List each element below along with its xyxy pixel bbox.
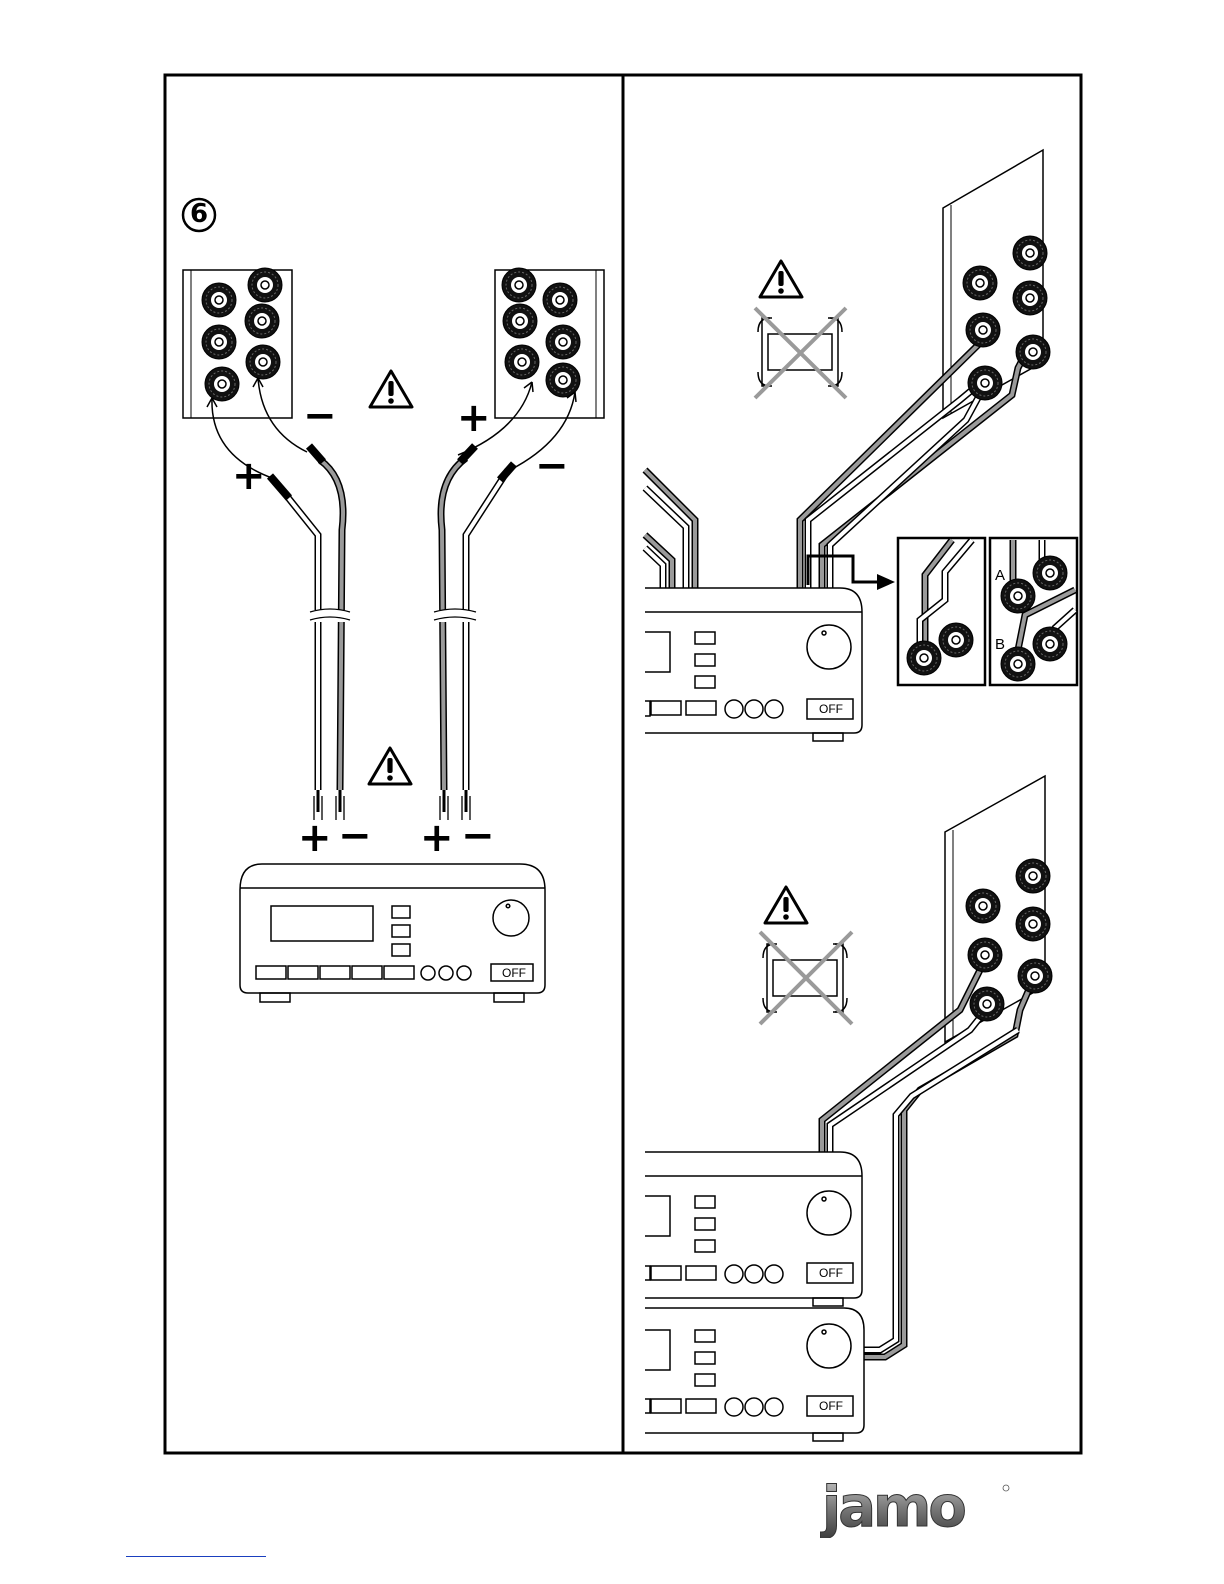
detail-box-ab	[990, 538, 1077, 685]
binding-post	[248, 268, 282, 302]
amplifier-left-panel	[240, 864, 545, 1002]
binding-post	[1001, 647, 1035, 681]
bridge-clip-crossed-lower	[760, 932, 852, 1024]
detail-label-b: B	[995, 637, 1005, 652]
binding-post	[939, 623, 973, 657]
binding-post	[505, 345, 539, 379]
binding-post	[907, 641, 941, 675]
off-button-label: OFF	[502, 967, 526, 979]
amplifier-upper-right	[645, 588, 862, 741]
binding-post	[502, 268, 536, 302]
binding-post	[245, 304, 279, 338]
binding-post	[1033, 627, 1067, 661]
binding-post	[1018, 959, 1052, 993]
binding-post	[968, 366, 1002, 400]
binding-post	[1013, 281, 1047, 315]
plus-label: +	[232, 456, 266, 496]
plus-label: +	[420, 818, 454, 858]
off-button-label: OFF	[819, 1400, 843, 1412]
binding-post	[1016, 907, 1050, 941]
binding-post	[1033, 556, 1067, 590]
detail-label-a: A	[995, 568, 1005, 583]
left-speaker-cable	[270, 446, 350, 820]
minus-label: −	[303, 396, 337, 436]
jamo-logo: jamo	[820, 1478, 1020, 1538]
binding-post	[1001, 579, 1035, 613]
minus-label: −	[461, 816, 495, 856]
binding-post	[546, 325, 580, 359]
binding-post	[246, 345, 280, 379]
minus-label: −	[535, 446, 569, 486]
minus-label: −	[338, 816, 372, 856]
warning-icon	[760, 261, 802, 297]
warning-icon	[370, 371, 412, 407]
step-number: 6	[190, 201, 208, 227]
warning-icon	[765, 887, 807, 923]
binding-post	[205, 367, 239, 401]
plus-label: +	[298, 818, 332, 858]
right-speaker-cable	[434, 446, 514, 820]
left-speaker-terminal-plate	[183, 268, 292, 418]
warning-icon	[369, 748, 411, 784]
binding-post	[1016, 335, 1050, 369]
detail-box-wiring	[898, 538, 985, 685]
binding-post	[970, 987, 1004, 1021]
amplifier-lower-top	[645, 1152, 862, 1306]
binding-post	[202, 325, 236, 359]
amplifier-lower-bottom	[645, 1308, 864, 1441]
off-button-label: OFF	[819, 1267, 843, 1279]
binding-post	[1016, 859, 1050, 893]
footer-link-line	[126, 1556, 266, 1557]
binding-post	[966, 889, 1000, 923]
binding-post	[963, 266, 997, 300]
binding-post	[503, 304, 537, 338]
binding-post	[202, 283, 236, 317]
binding-post	[543, 283, 577, 317]
right-speaker-terminal-plate	[495, 268, 604, 418]
binding-post	[968, 938, 1002, 972]
binding-post	[966, 313, 1000, 347]
svg-text:jamo: jamo	[820, 1478, 965, 1538]
off-button-label: OFF	[819, 703, 843, 715]
bridge-clip-crossed-upper	[755, 308, 846, 398]
plus-label: +	[457, 398, 491, 438]
binding-post	[1013, 236, 1047, 270]
